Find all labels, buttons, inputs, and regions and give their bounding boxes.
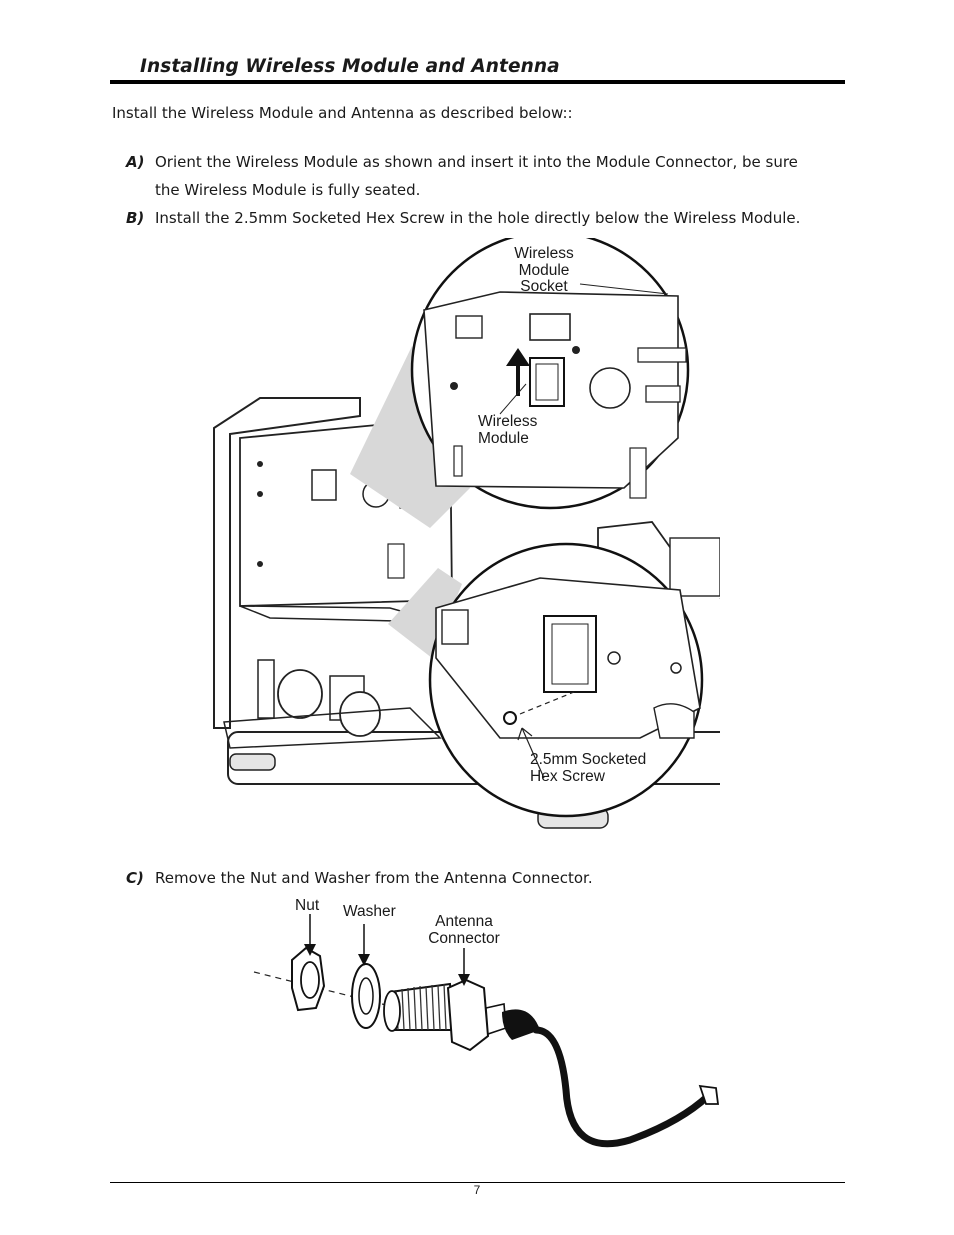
label-washer: Washer: [343, 903, 396, 920]
printer-illustration: Wireless Module Socket Wireless Module 2…: [213, 238, 720, 829]
wireless-module: [529, 357, 565, 407]
nut-part: [291, 946, 326, 1012]
printer-figure: Wireless Module Socket Wireless Module 2…: [200, 238, 720, 838]
step-c: C) Remove the Nut and Washer from the Ant…: [126, 864, 841, 892]
antenna-illustration: Nut Washer Antenna Connector: [253, 897, 720, 1148]
intro-text: Install the Wireless Module and Antenna …: [112, 104, 573, 122]
footer-rule: [110, 1182, 845, 1183]
heading-rule: [110, 80, 845, 84]
zoom-circle-screw: [428, 542, 704, 818]
step-a-marker: A): [126, 153, 145, 171]
label-module-2: Module: [478, 430, 529, 447]
label-socket-1: Wireless: [514, 245, 574, 262]
section-heading: Installing Wireless Module and Antenna: [140, 56, 560, 77]
antenna-figure: Nut Washer Antenna Connector: [240, 890, 740, 1170]
step-b: B) Install the 2.5mm Socketed Hex Screw i…: [126, 204, 841, 232]
zoom-circle-socket: [410, 238, 690, 510]
page-number: 7: [473, 1183, 481, 1197]
step-b-marker: B): [126, 209, 145, 227]
module-socket: [529, 313, 571, 341]
step-a: A) Orient the Wireless Module as shown an…: [126, 148, 841, 204]
label-socket-2: Module: [519, 262, 570, 279]
wireless-module-installed: [543, 615, 597, 693]
label-screw-1: 2.5mm Socketed: [530, 751, 646, 768]
step-a-line1: Orient the Wireless Module as shown and …: [155, 153, 798, 171]
hex-screw: [503, 711, 517, 725]
zoom-wedge-bottom: [388, 568, 462, 658]
step-a-line2: the Wireless Module is fully seated.: [155, 181, 421, 199]
step-c-marker: C): [126, 869, 144, 887]
insert-arrow: [506, 348, 530, 396]
printer-side-panel: [213, 397, 361, 729]
printer-foot-left: [229, 753, 276, 771]
label-connector-2: Connector: [428, 930, 500, 947]
step-c-line1: Remove the Nut and Washer from the Anten…: [155, 869, 593, 887]
label-module-1: Wireless: [478, 413, 538, 430]
label-nut: Nut: [295, 897, 320, 914]
washer-part: [351, 963, 381, 1029]
label-connector-1: Antenna: [435, 913, 493, 930]
antenna-connector-part: [383, 978, 720, 1148]
step-b-line1: Install the 2.5mm Socketed Hex Screw in …: [155, 209, 801, 227]
label-screw-2: Hex Screw: [530, 768, 606, 785]
label-socket-3: Socket: [520, 278, 568, 295]
